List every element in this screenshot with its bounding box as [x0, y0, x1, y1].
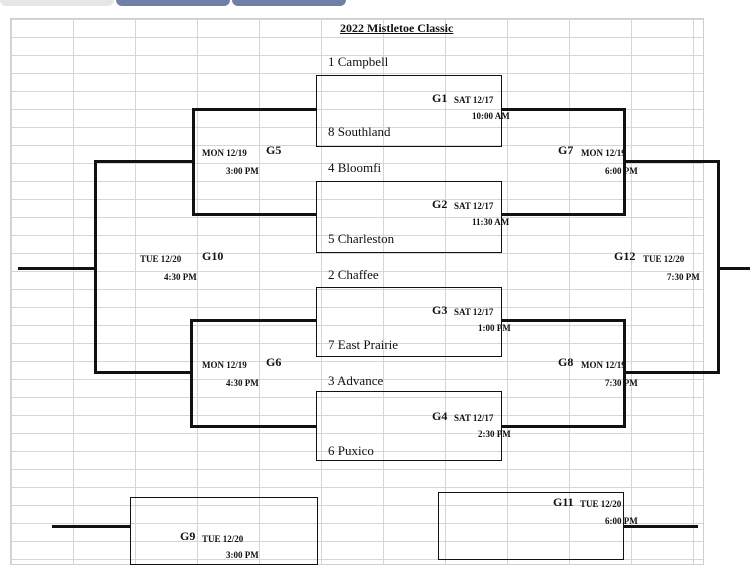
- game-day-g5: MON 12/19: [202, 148, 247, 158]
- bracket-line: [94, 160, 192, 163]
- game-time-g7: 6:00 PM: [605, 166, 638, 176]
- game-time-g11: 6:00 PM: [605, 516, 638, 526]
- bracket-line: [192, 108, 316, 111]
- game-day-g9: TUE 12/20: [202, 534, 244, 544]
- game-box-g11: [438, 492, 624, 560]
- bracket-line: [52, 525, 130, 528]
- game-label-g10: G10: [202, 249, 224, 263]
- game-day-g6: MON 12/19: [202, 360, 247, 370]
- game-time-g3: 1:00 PM: [478, 323, 511, 333]
- team-seed-3: 3 Advance: [328, 373, 384, 388]
- game-time-g2: 11:30 AM: [472, 217, 510, 227]
- team-seed-8: 8 Southland: [328, 124, 391, 139]
- game-day-g7: MON 12/19: [581, 148, 626, 158]
- game-day-g11: TUE 12/20: [580, 499, 622, 509]
- bracket-line: [502, 213, 626, 216]
- game-box-g3: [316, 287, 502, 357]
- game-time-g1: 10:00 AM: [472, 111, 510, 121]
- game-box-g4: [316, 391, 502, 461]
- game-box-g9: [130, 497, 318, 565]
- bracket-line: [502, 425, 626, 428]
- bracket-line: [502, 319, 626, 322]
- game-day-g12: TUE 12/20: [643, 254, 685, 264]
- game-time-g4: 2:30 PM: [478, 429, 511, 439]
- team-seed-6: 6 Puxico: [328, 443, 374, 458]
- bracket-line: [624, 525, 698, 528]
- bracket-line: [502, 108, 626, 111]
- team-seed-2: 2 Chaffee: [328, 267, 379, 282]
- sheet-tab[interactable]: [0, 0, 114, 6]
- bracket-line: [18, 267, 94, 270]
- team-seed-4: 4 Bloomfi: [328, 160, 382, 175]
- game-time-g6: 4:30 PM: [226, 378, 259, 388]
- bracket-line: [190, 425, 316, 428]
- game-day-g2: SAT 12/17: [454, 201, 494, 211]
- game-label-g4: G4: [432, 409, 448, 423]
- bracket-line: [623, 108, 626, 216]
- sheet-tab[interactable]: [232, 0, 346, 6]
- bracket-line: [717, 160, 720, 373]
- team-seed-1: 1 Campbell: [328, 54, 389, 69]
- game-day-g4: SAT 12/17: [454, 413, 494, 423]
- game-label-g9: G9: [180, 529, 196, 543]
- bracket-line: [94, 371, 190, 374]
- bracket-line: [626, 371, 720, 374]
- bracket-line: [190, 319, 193, 427]
- game-day-g3: SAT 12/17: [454, 307, 494, 317]
- game-label-g12: G12: [614, 249, 636, 263]
- game-box-g2: [316, 181, 502, 253]
- game-day-g10: TUE 12/20: [140, 254, 182, 264]
- bracket-line: [192, 108, 195, 216]
- team-seed-7: 7 East Prairie: [328, 337, 399, 352]
- game-label-g5: G5: [266, 143, 282, 157]
- bracket-line: [720, 267, 750, 270]
- bracket-line: [626, 160, 720, 163]
- game-box-g1: [316, 75, 502, 147]
- game-label-g6: G6: [266, 355, 282, 369]
- game-time-g10: 4:30 PM: [164, 272, 197, 282]
- game-time-g12: 7:30 PM: [667, 272, 700, 282]
- bracket-line: [190, 319, 316, 322]
- game-time-g8: 7:30 PM: [605, 378, 638, 388]
- team-seed-5: 5 Charleston: [328, 231, 395, 246]
- page-title: 2022 Mistletoe Classic: [340, 21, 454, 35]
- bracket-line: [192, 213, 316, 216]
- game-time-g9: 3:00 PM: [226, 550, 259, 560]
- game-day-g8: MON 12/19: [581, 360, 626, 370]
- sheet-tab[interactable]: [116, 0, 230, 6]
- game-label-g8: G8: [558, 355, 574, 369]
- game-label-g2: G2: [432, 197, 448, 211]
- game-label-g11: G11: [553, 495, 574, 509]
- game-label-g1: G1: [432, 91, 448, 105]
- bracket-line: [94, 160, 97, 373]
- game-label-g3: G3: [432, 303, 448, 317]
- game-time-g5: 3:00 PM: [226, 166, 259, 176]
- game-label-g7: G7: [558, 143, 574, 157]
- bracket-line: [623, 319, 626, 427]
- game-day-g1: SAT 12/17: [454, 95, 494, 105]
